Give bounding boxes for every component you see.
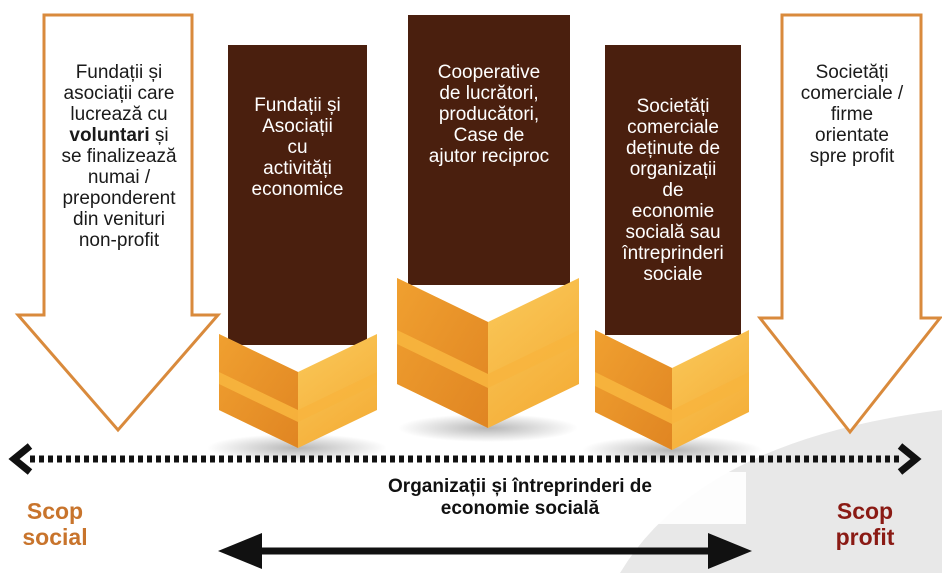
right-line-3: orientate — [815, 125, 889, 146]
box-1-line-0: Fundații și — [254, 95, 341, 116]
solid-double-arrow — [218, 533, 752, 569]
box-3-line-2: deținute de — [625, 138, 721, 159]
box-3-text: Societăți comerciale deținute de organiz… — [605, 96, 741, 285]
box-3-line-7: întreprinderi — [622, 243, 724, 264]
left-line-1: asociații care — [63, 83, 175, 104]
caption-frame — [298, 472, 746, 524]
box-2-text: Cooperative de lucrători, producători, C… — [408, 62, 570, 167]
left-line-5: numai / — [87, 167, 151, 188]
box-1-line-1: Asociații — [262, 116, 333, 137]
left-line-6: preponderent — [62, 188, 176, 209]
left-line-4: se finalizează — [61, 146, 177, 167]
box-1-line-2: cu — [287, 137, 308, 158]
right-box-text: Societăți comerciale / firme orientate s… — [784, 62, 920, 167]
box-3-line-3: organizații — [629, 159, 717, 180]
right-line-4: spre profit — [809, 146, 895, 167]
caption: Organizații și întreprinderi de economie… — [300, 476, 740, 520]
scope-social: Scop social — [0, 498, 110, 550]
right-line-1: comerciale / — [800, 83, 904, 104]
scope-profit-line-2: profit — [835, 524, 895, 550]
left-line-0: Fundații și — [75, 62, 163, 83]
left-line-3: voluntari și — [69, 125, 169, 146]
left-line-8: non-profit — [78, 230, 160, 251]
box-2-line-0: Cooperative — [437, 62, 541, 83]
box-3-line-1: comerciale — [627, 117, 719, 138]
filled-arrow-1 — [219, 45, 377, 448]
box-3-line-4: de — [662, 180, 684, 201]
caption-line-2: economie socială — [440, 498, 600, 519]
filled-arrow-2 — [397, 15, 579, 428]
box-1-line-4: economice — [251, 179, 344, 200]
box-2-line-3: Case de — [453, 125, 525, 146]
right-outline-arrow — [756, 13, 942, 435]
left-bold-word: voluntari — [69, 125, 150, 146]
box-1-line-3: activități — [263, 158, 332, 179]
box-3-line-8: sociale — [643, 264, 703, 285]
shadow-1 — [207, 434, 387, 462]
scope-social-line-1: Scop — [26, 498, 84, 524]
left-outline-arrow — [14, 13, 222, 433]
scope-social-line-2: social — [22, 524, 88, 550]
box-3-line-6: socială sau — [625, 222, 721, 243]
left-box-text: Fundații și asociații care lucrează cu v… — [46, 62, 192, 251]
box-3-line-0: Societăți — [636, 96, 710, 117]
right-line-0: Societăți — [815, 62, 889, 83]
box-1-text: Fundații și Asociații cu activități econ… — [228, 95, 367, 200]
left-line-2: lucrează cu — [70, 104, 168, 125]
box-2-line-1: de lucrători, — [439, 83, 539, 104]
left-line-7: din venituri — [73, 209, 165, 230]
filled-arrow-3 — [595, 45, 749, 450]
scope-profit: Scop profit — [810, 498, 920, 550]
dotted-double-arrow — [8, 443, 922, 475]
background-arc — [620, 410, 942, 573]
box-2-line-4: ajutor reciproc — [428, 146, 550, 167]
right-line-2: firme — [830, 104, 874, 125]
caption-line-1: Organizații și întreprinderi de — [388, 476, 652, 497]
box-2-line-2: producători, — [438, 104, 540, 125]
scope-profit-line-1: Scop — [836, 498, 894, 524]
box-3-line-5: economie — [631, 201, 715, 222]
